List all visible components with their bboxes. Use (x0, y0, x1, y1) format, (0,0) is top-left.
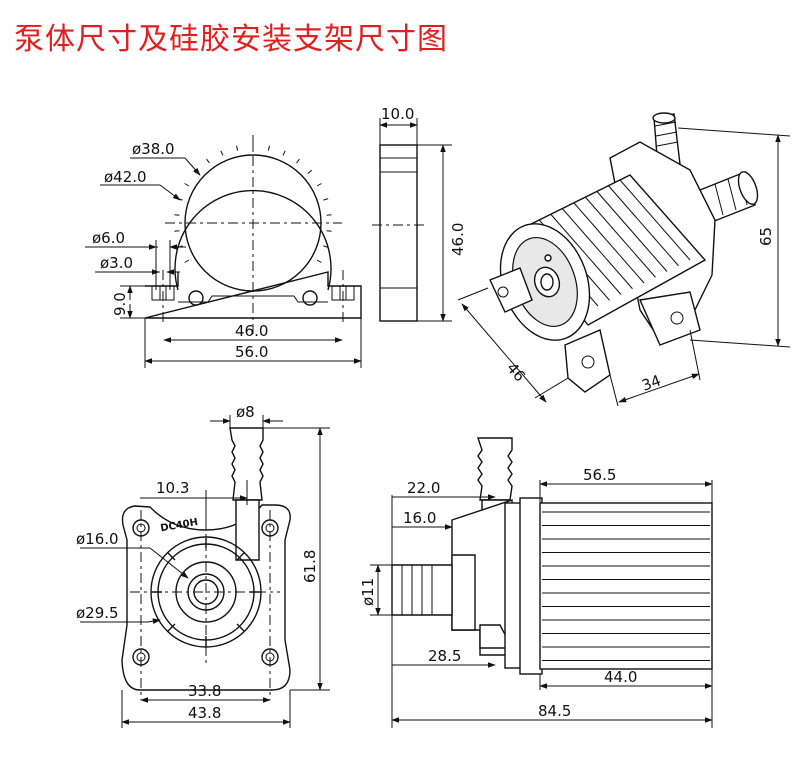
inlet-length: 16.0 (403, 509, 436, 527)
bracket-rib (316, 183, 322, 187)
bracket-rib (323, 245, 329, 248)
pump-depth: 34 (639, 371, 663, 394)
motor-fin (573, 202, 645, 284)
bracket-hole-diameter: ø6.0 (92, 229, 125, 247)
bracket-hole-spacing: 46.0 (235, 322, 268, 340)
bracket-side-view (372, 118, 452, 322)
bracket-rib (174, 214, 180, 216)
bracket-rib (174, 230, 180, 232)
bracket-rib (184, 259, 190, 263)
bracket-rib (236, 145, 239, 151)
outlet-position: 22.0 (407, 479, 440, 497)
bracket-rib (206, 158, 210, 164)
pump-isometric-view (457, 112, 791, 407)
front-hole-spacing: 33.8 (188, 682, 221, 700)
bracket-front-view (85, 135, 362, 368)
body-length: 44.0 (604, 668, 637, 686)
total-length: 84.5 (538, 702, 571, 720)
bracket-total-width: 56.0 (235, 343, 268, 361)
pump-front-height: 61.8 (301, 550, 319, 583)
pump-front-view (80, 415, 330, 728)
pump-height: 65 (757, 227, 775, 246)
bracket-rib (326, 214, 332, 216)
bracket-small-hole-diameter: ø3.0 (100, 254, 133, 272)
bracket-rib (184, 183, 190, 187)
bracket-rib (307, 169, 313, 174)
motor-fin (596, 191, 668, 272)
bracket-rib (326, 230, 332, 232)
motor-fin (550, 214, 622, 295)
outlet-diameter: ø8 (236, 403, 255, 421)
page-title: 泵体尺寸及硅胶安装支架尺寸图 (14, 22, 448, 57)
pump-diameter: 46 (503, 359, 529, 385)
bracket-rib (296, 158, 300, 164)
bracket-height: 46.0 (449, 223, 467, 256)
bracket-rib (220, 150, 224, 156)
motor-fin (585, 196, 656, 278)
motor-fin (619, 179, 691, 261)
pump-side-view (370, 437, 713, 728)
bracket-rib (323, 198, 329, 201)
motor-fin (562, 208, 633, 290)
inlet-diameter: ø16.0 (76, 530, 119, 548)
bracket-thickness: 10.0 (381, 105, 414, 123)
head-length: 28.5 (428, 647, 461, 665)
side-inlet-diameter: ø11 (359, 578, 377, 606)
outlet-offset: 10.3 (156, 479, 189, 497)
motor-length: 56.5 (583, 466, 616, 484)
body-diameter: ø29.5 (76, 604, 119, 622)
bracket-rib (316, 259, 322, 263)
bracket-outer-diameter: ø42.0 (104, 168, 147, 186)
bracket-rib (267, 145, 270, 151)
motor-fin (608, 185, 679, 267)
bracket-rib (282, 150, 286, 156)
bracket-inner-diameter: ø38.0 (132, 140, 175, 158)
front-total-width: 43.8 (188, 704, 221, 722)
bracket-foot-height: 9.0 (111, 292, 129, 316)
